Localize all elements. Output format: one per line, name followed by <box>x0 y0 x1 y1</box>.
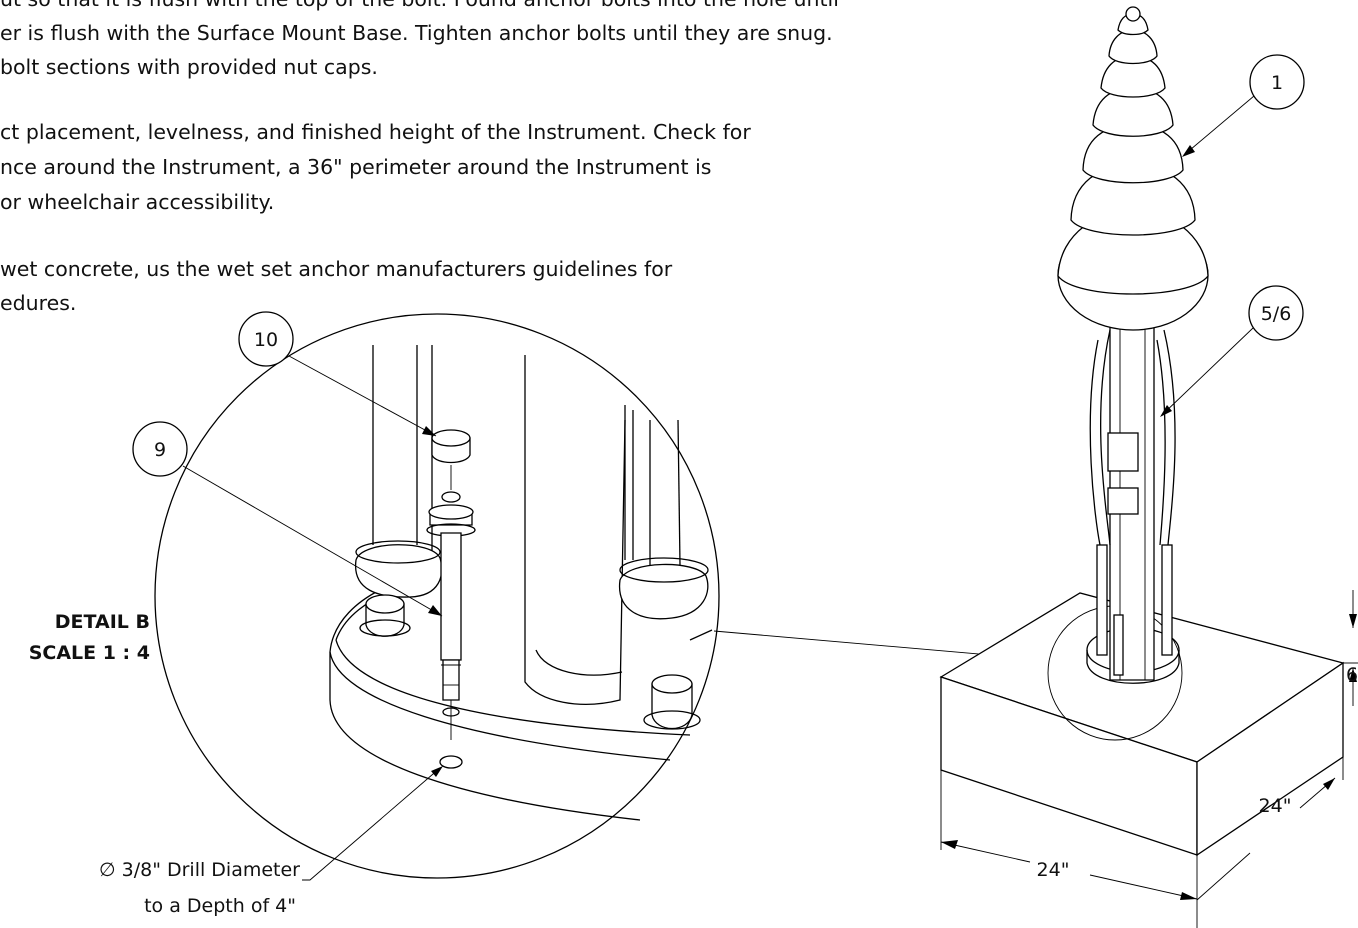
detail-title: DETAIL B <box>54 611 150 633</box>
note-line-1: ut so that it is flush with the top of t… <box>0 0 839 12</box>
note-line-6: or wheelchair accessibility. <box>0 190 275 214</box>
drill-hole <box>439 755 463 769</box>
balloon-9-label: 9 <box>154 439 166 461</box>
note-line-8: edures. <box>0 291 77 315</box>
balloon-9: 9 <box>132 421 443 617</box>
note-line-2: er is flush with the Surface Mount Base.… <box>0 21 833 45</box>
note-line-7: wet concrete, us the wet set anchor manu… <box>0 257 673 281</box>
note-line-5: nce around the Instrument, a 36" perimet… <box>0 155 712 179</box>
note-line-4: ct placement, levelness, and finished he… <box>0 120 751 144</box>
dimension-height: 6 <box>1343 590 1358 706</box>
dimension-width-front: 24" <box>940 770 1198 928</box>
balloon-5-6: 5/6 <box>1160 285 1304 417</box>
instrument-tiered-top <box>1057 6 1209 331</box>
instrument-column <box>1089 319 1176 681</box>
balloon-1-label: 1 <box>1271 72 1283 94</box>
balloon-1: 1 <box>1182 54 1305 157</box>
dimension-width-side-label: 24" <box>1259 795 1292 817</box>
detail-circle <box>154 313 720 879</box>
balloon-10: 10 <box>238 311 437 437</box>
balloon-5-6-label: 5/6 <box>1261 303 1292 325</box>
drill-leader <box>302 766 443 881</box>
note-line-3: bolt sections with provided nut caps. <box>0 55 378 79</box>
anchor-bolt <box>426 429 476 740</box>
detail-scale: SCALE 1 : 4 <box>28 642 150 664</box>
nut-cap-left <box>359 594 411 637</box>
drill-note-line1: ∅ 3/8" Drill Diameter <box>99 859 300 881</box>
balloon-10-label: 10 <box>254 329 278 351</box>
nut-cap-right <box>643 674 701 730</box>
dimension-width-front-label: 24" <box>1037 859 1070 881</box>
drill-note-line2: to a Depth of 4" <box>144 895 296 917</box>
detail-base-assembly <box>329 345 713 821</box>
dimension-width-side: 24" <box>1196 757 1344 901</box>
dimension-height-label: 6 <box>1346 664 1358 686</box>
